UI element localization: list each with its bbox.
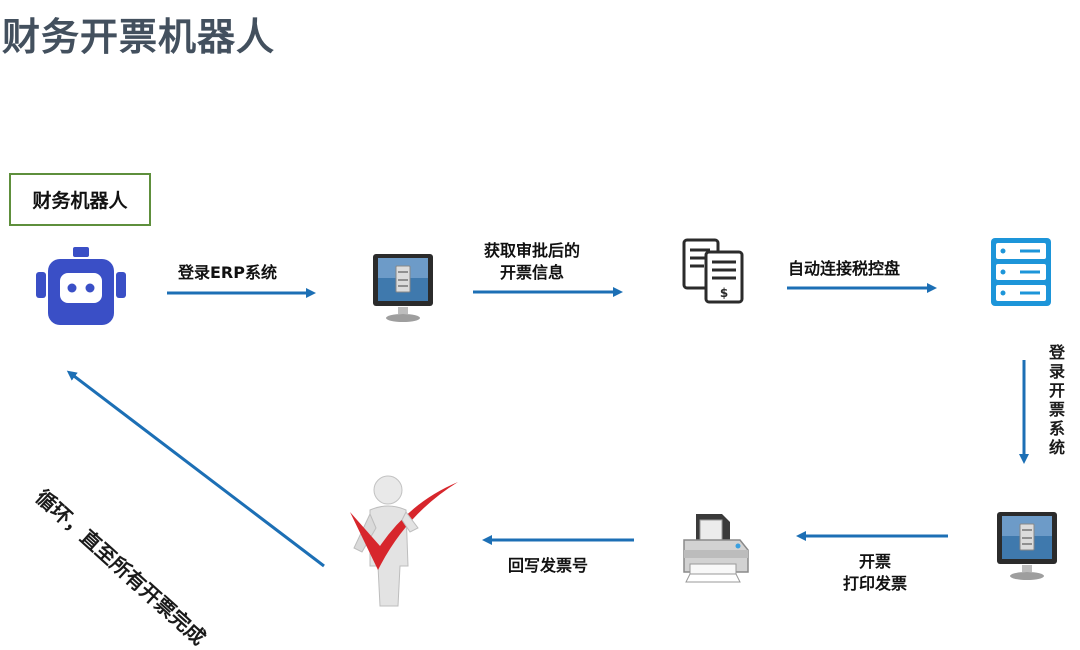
step-issue-line2: 打印发票 bbox=[826, 573, 924, 595]
step-issue-line1: 开票 bbox=[826, 551, 924, 573]
step-fetch-info-line1: 获取审批后的 bbox=[466, 240, 598, 262]
step-fetch-info-line2: 开票信息 bbox=[466, 262, 598, 284]
step-issue-print: 开票 打印发票 bbox=[826, 551, 924, 595]
step-login-erp: 登录ERP系统 bbox=[178, 262, 277, 284]
step-fetch-info: 获取审批后的 开票信息 bbox=[466, 240, 598, 284]
step-connect-tax: 自动连接税控盘 bbox=[788, 258, 900, 280]
flow-arrows bbox=[0, 0, 1080, 613]
step-login-invoice-system: 登录开票系统 bbox=[1046, 343, 1068, 457]
step-write-back: 回写发票号 bbox=[508, 555, 588, 577]
